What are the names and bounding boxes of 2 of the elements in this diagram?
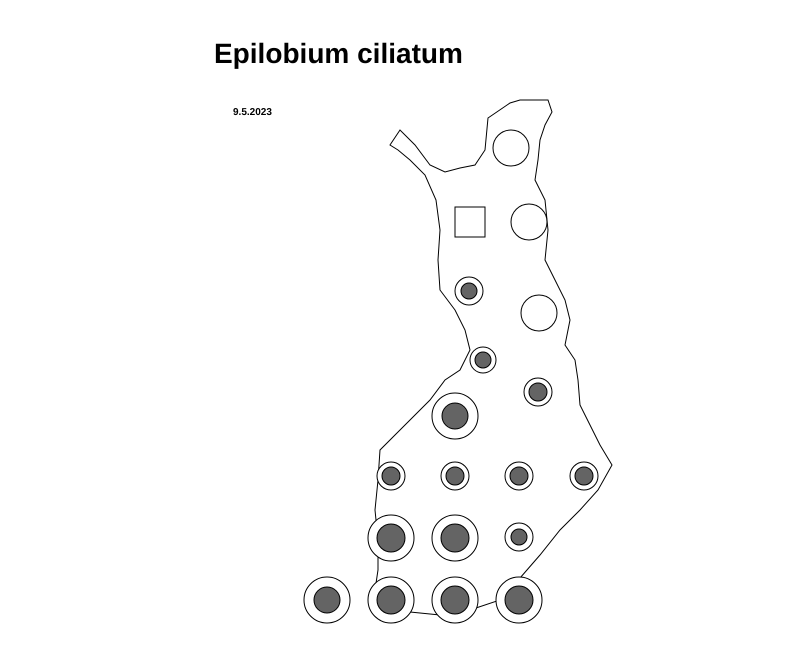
map-title: Epilobium ciliatum <box>214 38 463 70</box>
date-label: 9.5.2023 <box>233 107 272 118</box>
